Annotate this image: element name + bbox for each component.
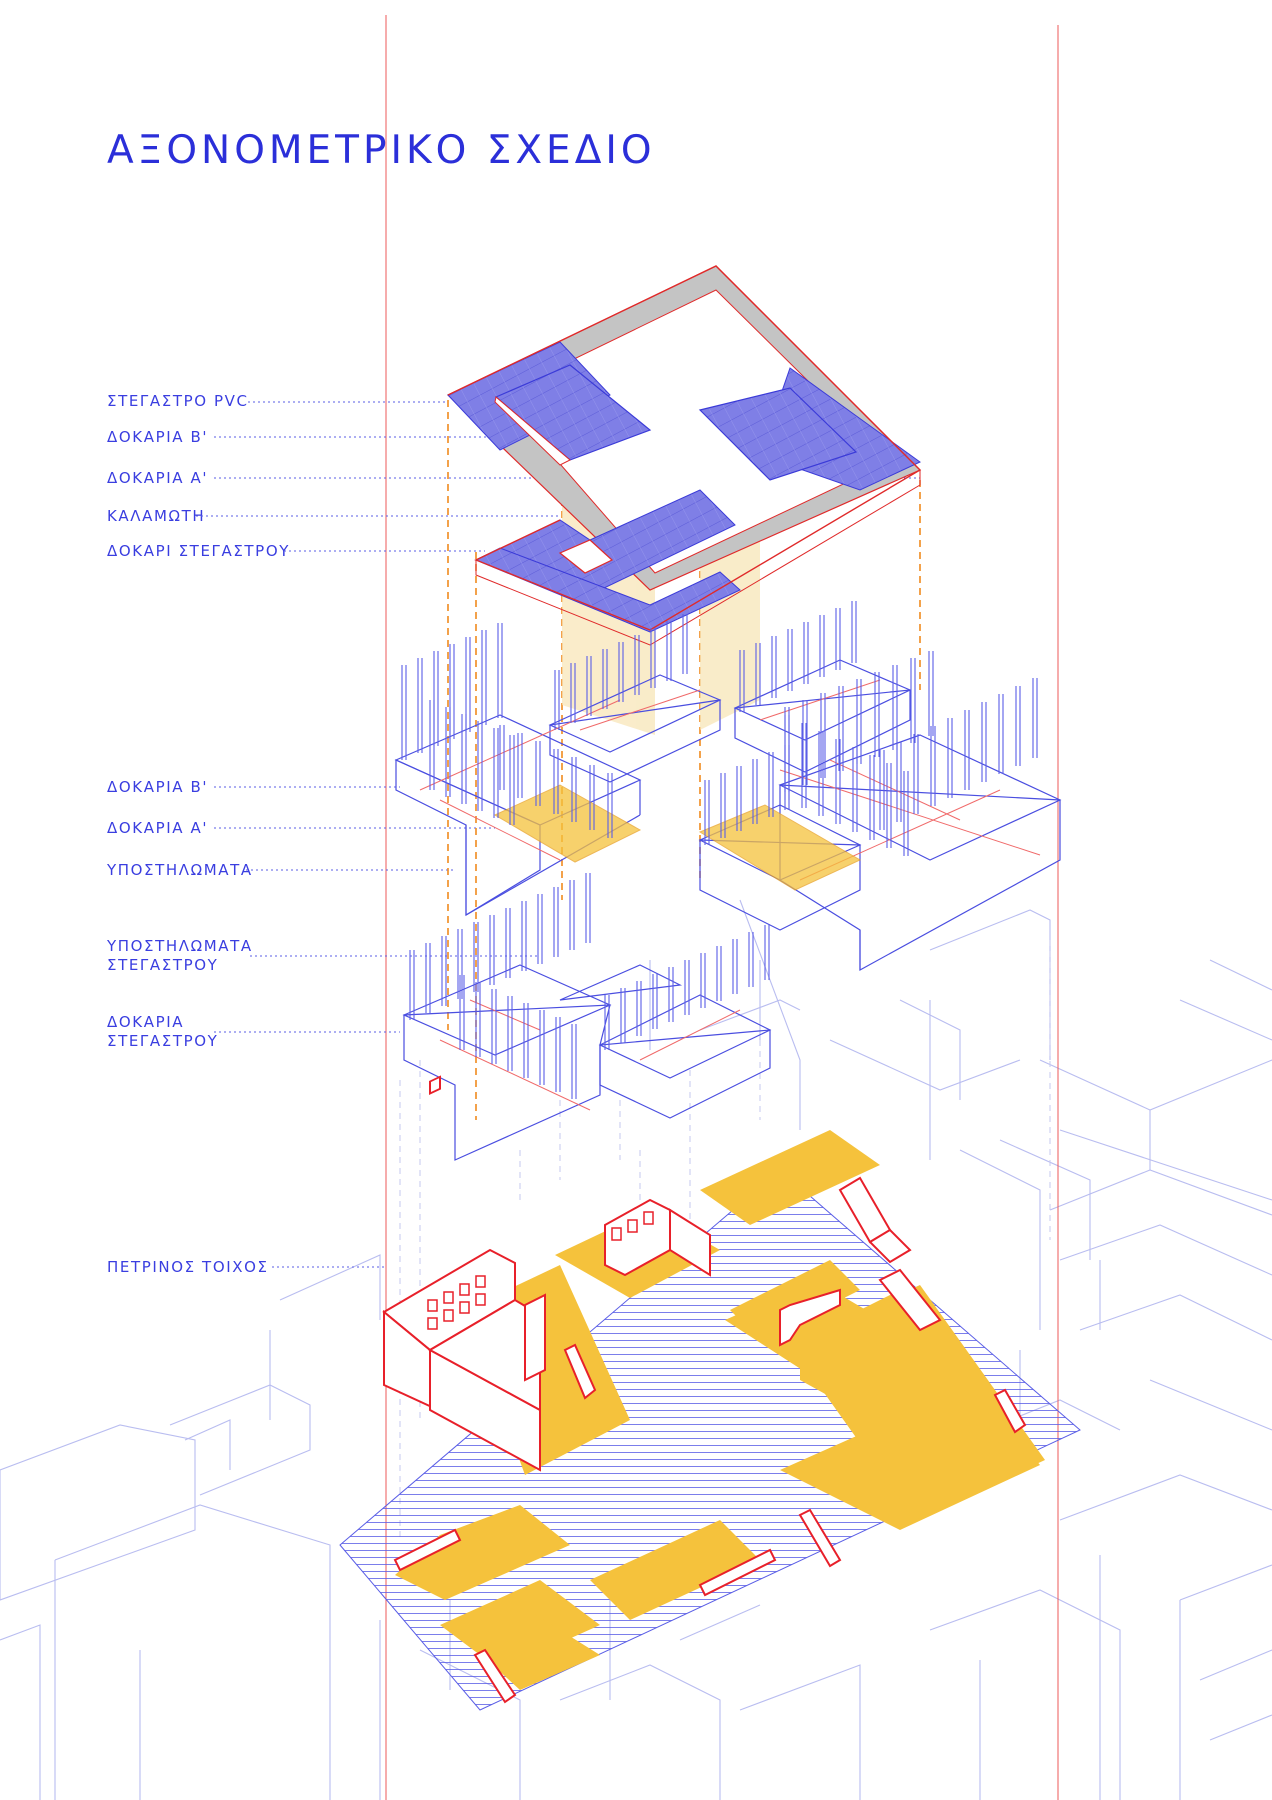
label-canopy-beams-line1: ΔΟΚΑΡΙΑ <box>107 1013 185 1031</box>
frame-columns <box>401 601 1038 1099</box>
label-reed-mat: ΚΑΛΑΜΩΤΗ <box>107 507 206 525</box>
stone-walls <box>382 1075 1027 1704</box>
drawing-title: ΑΞΟΝΟΜΕΤΡΙΚΟ ΣΧΕΔΙΟ <box>107 128 656 173</box>
label-canopy-columns-line2: ΣΤΕΓΑΣΤΡΟΥ <box>107 956 219 974</box>
roof-level <box>446 265 922 646</box>
label-beams-a-roof: ΔΟΚΑΡΙΑ Α' <box>107 469 209 487</box>
label-canopy-columns-line1: ΥΠΟΣΤΗΛΩΜΑΤΑ <box>107 937 253 955</box>
context-buildings <box>0 899 1272 1800</box>
ground-floor <box>339 1075 1081 1711</box>
frame-beams-a <box>419 679 1041 1111</box>
label-columns: ΥΠΟΣΤΗΛΩΜΑΤΑ <box>107 861 253 879</box>
frame-panels <box>493 784 862 891</box>
label-canopy-beams-line2: ΣΤΕΓΑΣΤΡΟΥ <box>107 1032 219 1050</box>
label-pvc-canopy: ΣΤΕΓΑΣΤΡΟ PVC <box>107 392 249 410</box>
label-canopy-beam: ΔΟΚΑΡΙ ΣΤΕΓΑΣΤΡΟΥ <box>107 542 290 560</box>
leader-lines <box>196 401 920 1268</box>
label-beams-a-frame: ΔΟΚΑΡΙΑ Α' <box>107 819 209 837</box>
label-beams-b-roof: ΔΟΚΑΡΙΑ Β' <box>107 428 209 446</box>
label-stone-wall: ΠΕΤΡΙΝΟΣ ΤΟΙΧΟΣ <box>107 1258 269 1276</box>
label-beams-b-frame: ΔΟΚΑΡΙΑ Β' <box>107 778 209 796</box>
wall-windows <box>427 1211 654 1330</box>
